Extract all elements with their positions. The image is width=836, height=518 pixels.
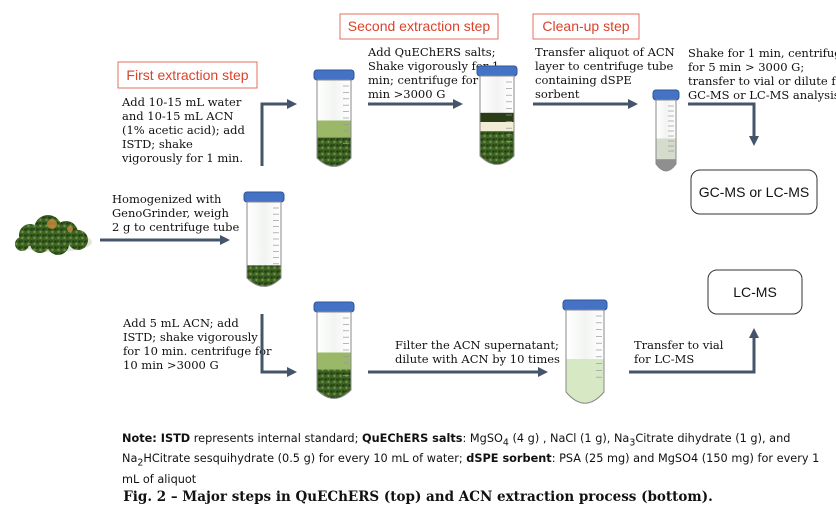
cannabis-sample-image [15, 215, 92, 255]
cleanup-step-title: Clean-up step [532, 13, 640, 40]
lcms-result-box: LC-MS [707, 269, 803, 315]
arrow-to-gcms [688, 102, 759, 146]
tube-dspe-cleanup [652, 89, 680, 172]
svg-text:First extraction step: First extraction step [126, 67, 248, 83]
footnote: Note: ISTD represents internal standard;… [122, 432, 820, 486]
tube-first-extraction [313, 69, 355, 167]
first-step-title: First extraction step [117, 61, 258, 89]
gcms-result-box: GC-MS or LC-MS [690, 169, 818, 215]
add-salts-label: Add QuEChERS salts;Shake vigorously for … [367, 45, 499, 101]
svg-text:LC-MS: LC-MS [733, 284, 777, 300]
tube-acn-extraction [313, 301, 355, 399]
svg-text:Clean-up step: Clean-up step [542, 18, 629, 34]
svg-text:Second extraction step: Second extraction step [348, 18, 491, 34]
figure-caption: Fig. 2 – Major steps in QuEChERS (top) a… [123, 489, 713, 505]
tube-diluted-extract [562, 299, 608, 404]
tube-homogenized-sample [243, 191, 285, 287]
arrow-down-to-acn-step [260, 314, 297, 377]
arrow-to-lcms [629, 328, 759, 374]
arrow-up-to-second-step [260, 99, 297, 166]
filter-label: Filter the ACN supernatant;dilute with A… [395, 338, 560, 366]
second-step-title: Second extraction step [339, 13, 499, 40]
tube-second-extraction [476, 65, 518, 165]
svg-text:GC-MS or LC-MS: GC-MS or LC-MS [699, 184, 809, 200]
